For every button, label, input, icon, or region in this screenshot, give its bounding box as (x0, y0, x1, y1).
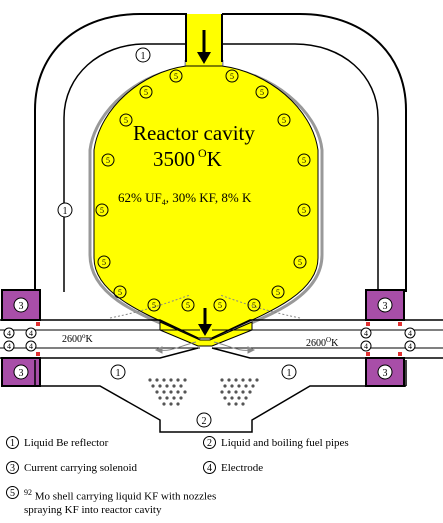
lower-reflector (34, 360, 407, 433)
nozzle-label-14: 5 (276, 288, 280, 297)
channel-bottom-wall (0, 347, 443, 359)
nozzle-marker-6 (277, 113, 291, 127)
nozzle-marker-16 (181, 298, 195, 312)
nozzle-label-1: 5 (174, 72, 178, 81)
nozzle-label-13: 5 (118, 288, 122, 297)
cavity-title: Reactor cavity (133, 121, 255, 145)
svg-text:3: 3 (19, 301, 24, 312)
fuel-pipes-left (148, 378, 187, 406)
legend-item-2: 2 Liquid and boiling fuel pipes (203, 436, 349, 449)
left-channel-temp: 2600oK (62, 332, 94, 345)
callout-4-labels: 4 4 4 4 4 4 4 4 (3, 327, 416, 352)
callout-1-labels: 1 1 1 1 (57, 47, 297, 380)
svg-text:3: 3 (19, 368, 24, 379)
nozzle-label-9: 5 (100, 206, 104, 215)
svg-text:4: 4 (408, 329, 412, 338)
nozzle-label-17: 5 (218, 301, 222, 310)
legend-item-3: 3 Current carrying solenoid (6, 461, 137, 474)
nozzle-marker-5 (119, 113, 133, 127)
nozzle-marker-12 (293, 255, 307, 269)
svg-text:4: 4 (7, 342, 11, 351)
legend-item-4: 4 Electrode (203, 461, 263, 474)
nozzle-label-4: 5 (260, 88, 264, 97)
legend-number-5: 5 (6, 486, 19, 499)
legend-number-1: 1 (6, 436, 19, 449)
nozzle-marker-11 (97, 255, 111, 269)
nozzle-label-16: 5 (186, 301, 190, 310)
svg-text:1: 1 (141, 51, 146, 62)
svg-text:1: 1 (287, 368, 292, 379)
nozzle-marker-7 (101, 153, 115, 167)
legend-label-3: Current carrying solenoid (24, 461, 138, 474)
legend-isotope-superscript: 92 (24, 488, 32, 497)
nozzle-marker-2 (225, 69, 239, 83)
legend-label-1: Liquid Be reflector (24, 436, 109, 449)
svg-text:4: 4 (29, 342, 33, 351)
legend-label-5: 92 Mo shell carrying liquid KF with nozz… (24, 486, 216, 517)
svg-text:4: 4 (29, 329, 33, 338)
nozzle-marker-4 (255, 85, 269, 99)
nozzle-label-8: 5 (302, 156, 306, 165)
right-channel-temp: 2600OK (306, 336, 339, 349)
legend-item-1: 1 Liquid Be reflector (6, 436, 108, 449)
nozzle-label-11: 5 (102, 258, 106, 267)
inflow-arrow (197, 30, 211, 64)
legend-label-4: Electrode (221, 461, 264, 474)
outflow-arrow (198, 308, 212, 336)
legend-number-2: 2 (203, 436, 216, 449)
svg-text:1: 1 (116, 368, 121, 379)
nozzle-marker-17 (213, 298, 227, 312)
svg-text:4: 4 (7, 329, 11, 338)
solenoid-upper-left (1, 289, 41, 321)
legend-label-5a: Mo shell carrying liquid KF with nozzles (34, 490, 217, 503)
nozzle-label-10: 5 (302, 206, 306, 215)
legend-item-5: 5 92 Mo shell carrying liquid KF with no… (6, 486, 216, 517)
nozzle-label-3: 5 (144, 88, 148, 97)
legend-number-3: 3 (6, 461, 19, 474)
nozzle-label-5: 5 (124, 116, 128, 125)
electrode-markers (36, 322, 402, 356)
channel-flow-lines (109, 294, 301, 354)
nozzle-marker-15 (147, 298, 161, 312)
upper-vessel-outer (34, 13, 407, 292)
nozzle-marker-3 (139, 85, 153, 99)
nozzle-marker-9 (95, 203, 109, 217)
svg-text:4: 4 (364, 329, 368, 338)
callout-2-label: 2 (196, 412, 212, 428)
legend-label-5b: spraying KF into reactor cavity (24, 503, 162, 516)
nozzle-label-7: 5 (106, 156, 110, 165)
svg-text:2: 2 (202, 416, 207, 427)
callout-3-labels: 3 3 3 3 (13, 297, 393, 380)
nozzle-marker-18 (247, 298, 261, 312)
legend-label-2: Liquid and boiling fuel pipes (221, 436, 349, 449)
nozzle-label-15: 5 (152, 301, 156, 310)
legend-number-4: 4 (203, 461, 216, 474)
svg-text:4: 4 (364, 342, 368, 351)
fuel-pipes-right (220, 378, 259, 406)
svg-text:3: 3 (383, 368, 388, 379)
svg-text:4: 4 (408, 342, 412, 351)
nozzle-marker-14 (271, 285, 285, 299)
nozzle-label-2: 5 (230, 72, 234, 81)
nozzle-label-6: 5 (282, 116, 286, 125)
svg-text:3: 3 (383, 301, 388, 312)
fuel-composition: 62% UF4, 30% KF, 8% K (118, 190, 252, 207)
callout-5-labels: 5 5 5 5 5 5 5 5 5 5 5 5 5 5 5 5 5 5 (95, 69, 311, 312)
svg-text:1: 1 (63, 206, 68, 217)
nozzle-marker-10 (297, 203, 311, 217)
nozzle-label-18: 5 (252, 301, 256, 310)
nozzle-marker-8 (297, 153, 311, 167)
nozzle-marker-13 (113, 285, 127, 299)
nozzle-marker-1 (169, 69, 183, 83)
nozzle-label-12: 5 (298, 258, 302, 267)
upper-vessel-inner (63, 43, 379, 292)
